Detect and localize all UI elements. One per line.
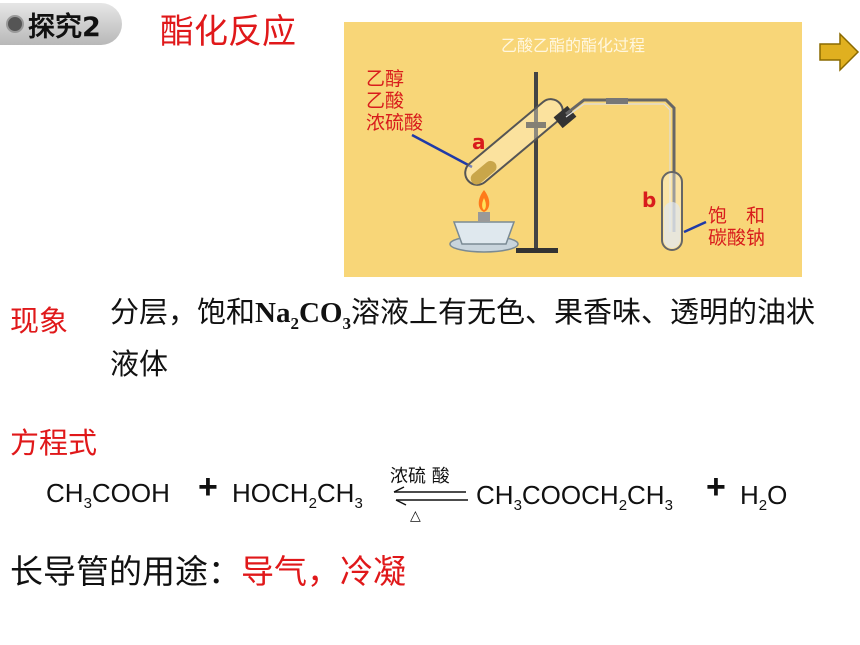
pointer-line-b [683,220,707,234]
phenomenon-text: 分层，饱和Na2CO3溶液上有无色、果香味、透明的油状液体 [110,295,815,381]
pipe-use-answer: 导气，冷凝 [241,552,406,591]
reagent-acetic-acid: 乙酸 [366,90,405,112]
section-badge: 探究2 [0,3,122,45]
reactant-acetic-acid: CH3COOH [46,478,170,513]
reagent-ethanol: 乙醇 [366,68,405,90]
reagent-label: 乙醇 乙酸 浓硫酸 [366,68,423,134]
stand-rod [534,72,538,250]
receiver-line-1: 饱 和 [708,205,766,227]
figure-caption: 乙酸乙酯的酯化过程 [500,36,645,55]
page-title: 酯化反应 [160,12,296,52]
reversible-arrow-icon [393,486,468,506]
apparatus-drawing [411,72,707,253]
label-b: b [642,188,657,212]
reactant-ethanol: HOCH2CH3 [232,478,363,513]
badge-text: 探究2 [28,11,101,43]
reaction-condition-catalyst: 浓硫 酸 [390,466,450,487]
equation-label: 方程式 [10,426,98,460]
receiver-label: 饱 和 碳酸钠 [708,205,765,249]
arrow-right-icon[interactable] [818,32,860,72]
reaction-condition-heat: △ [410,508,421,524]
delivery-pipe [565,98,676,232]
label-a: a [472,130,486,154]
pointer-line-a [411,133,473,169]
plus-sign: + [198,468,218,506]
clamp [526,122,546,128]
plus-sign-2: + [706,468,726,506]
phenomenon-label: 现象 [10,304,69,338]
reaction-tube [464,98,564,186]
bullet-icon [6,15,24,33]
pipe-use: 长导管的用途：导气，冷凝 [10,545,406,593]
receiver-line-2: 碳酸钠 [708,227,766,249]
product-water: H2O [740,480,788,515]
stand-base [516,248,558,253]
pipe-use-question: 长导管的用途： [10,552,241,591]
reagent-sulfuric-acid: 浓硫酸 [366,112,424,134]
product-ethyl-acetate: CH3COOCH2CH3 [476,480,673,515]
pipe-joint [606,98,628,104]
apparatus-figure: 乙酸乙酯的酯化过程 乙醇 乙酸 浓硫酸 a b 饱 和 碳酸钠 [344,22,802,277]
